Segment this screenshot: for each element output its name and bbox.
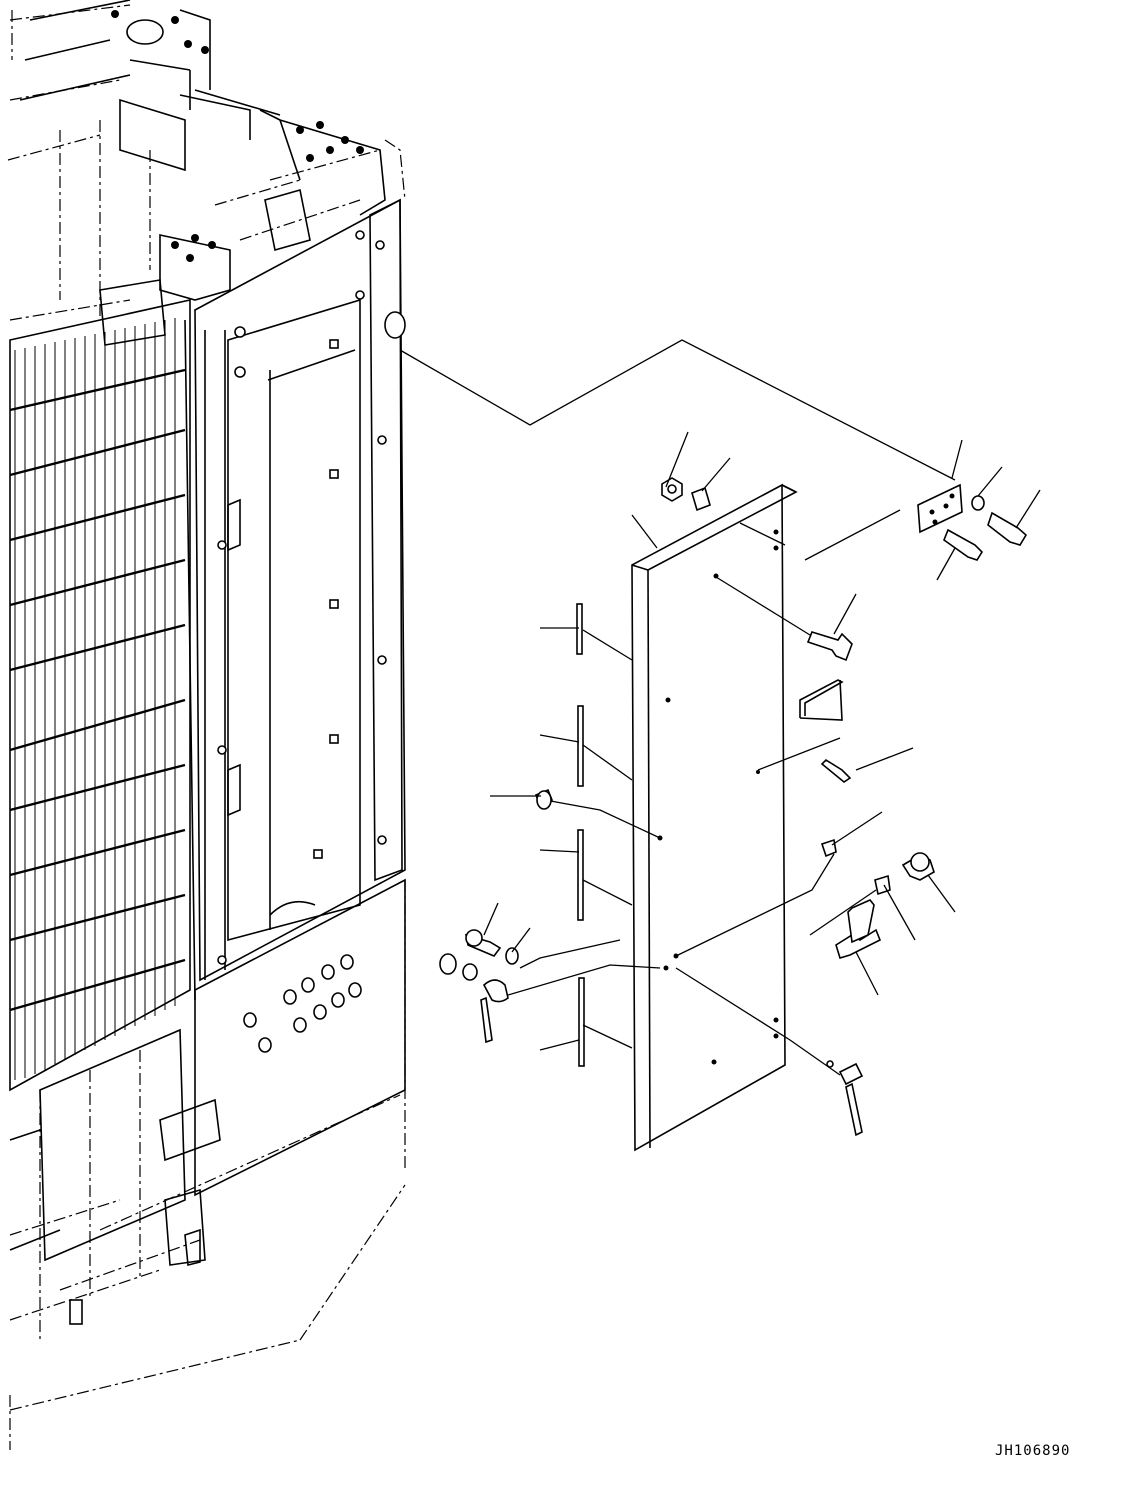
drawing-number: JH106890 [995, 1443, 1071, 1459]
radiator-core-bands [9, 368, 186, 1012]
hinge-assembly [739, 483, 1028, 561]
side-plate-holes [217, 230, 387, 965]
hinge-pin-bolt [715, 576, 853, 662]
nut-and-spacer [661, 477, 711, 512]
door-stay-rod [756, 679, 852, 783]
lower-panel-plugs [243, 954, 362, 1053]
latch-components [534, 788, 935, 959]
lock-handle-assembly [439, 929, 864, 1137]
hinge-connection-leader [399, 339, 956, 481]
radiator-side-door [631, 483, 798, 1152]
seal-strips [576, 603, 585, 1067]
radiator-core-fins [14, 318, 176, 1080]
radiator-frame-assembly [7, 0, 406, 1450]
header-bolts-top [111, 10, 364, 262]
callout-leaders [483, 431, 1041, 1051]
